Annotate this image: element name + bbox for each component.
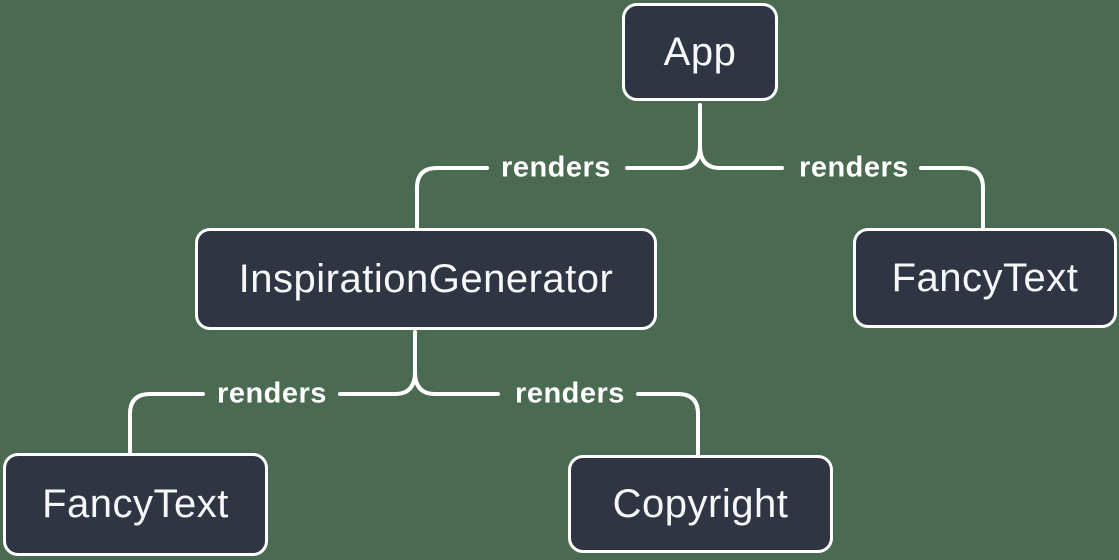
- node-fancy-text-bottom: FancyText: [3, 453, 268, 556]
- edge-label-inspirationgenerator-copyright: renders: [515, 377, 625, 410]
- node-inspiration-generator: InspirationGenerator: [195, 228, 657, 330]
- node-copyright-label: Copyright: [612, 481, 789, 526]
- edge-label-inspirationgenerator-fancytext: renders: [217, 377, 327, 410]
- node-app-label: App: [663, 29, 737, 74]
- edge-label-app-inspirationgenerator: renders: [501, 151, 611, 184]
- node-copyright: Copyright: [568, 455, 833, 553]
- node-fancy-text-top: FancyText: [853, 228, 1117, 328]
- node-inspiration-generator-label: InspirationGenerator: [238, 256, 614, 301]
- node-fancy-text-top-label: FancyText: [891, 255, 1079, 300]
- node-fancy-text-bottom-label: FancyText: [42, 482, 229, 526]
- node-app: App: [622, 3, 778, 101]
- edge-label-app-fancytext: renders: [799, 151, 909, 184]
